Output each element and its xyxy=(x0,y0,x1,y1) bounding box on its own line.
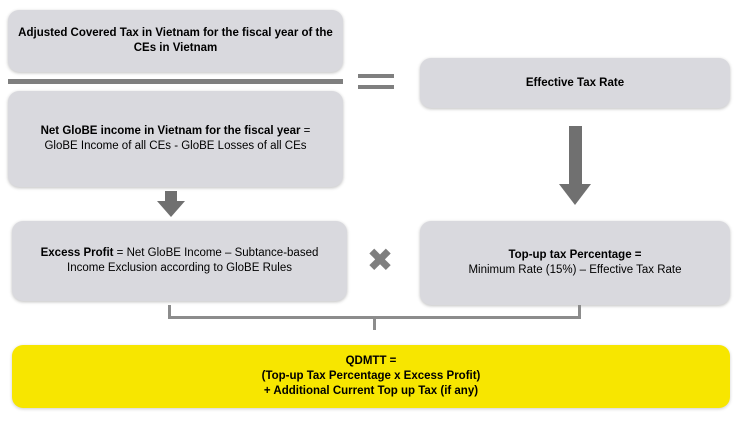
denominator-operator: = xyxy=(300,125,311,137)
excess-profit-formula-part1: = Net GloBE Income – Subtance-based xyxy=(113,247,319,259)
bracket-right-leg xyxy=(578,305,581,319)
equals-sign xyxy=(358,74,394,90)
qdmtt-line1: (Top-up Tax Percentage x Excess Profit) xyxy=(261,370,481,382)
numerator-text: Adjusted Covered Tax in Vietnam for the … xyxy=(18,27,333,54)
denominator-title: Net GloBE income in Vietnam for the fisc… xyxy=(40,125,301,137)
excess-profit-formula-part2: Income Exclusion according to GloBE Rule… xyxy=(67,262,292,274)
topup-percentage-formula: Minimum Rate (15%) – Effective Tax Rate xyxy=(468,264,682,276)
excess-profit-box: Excess Profit = Net GloBE Income – Subta… xyxy=(12,221,347,301)
qdmtt-title: QDMTT = xyxy=(345,355,397,367)
qdmtt-line2: + Additional Current Top up Tax (if any) xyxy=(263,385,479,397)
numerator-box: Adjusted Covered Tax in Vietnam for the … xyxy=(8,10,343,72)
down-arrow-large-icon xyxy=(559,126,591,205)
bracket-center-stem xyxy=(373,316,376,330)
bracket-left-leg xyxy=(168,305,171,319)
down-arrow-icon xyxy=(157,191,185,217)
qdmtt-box: QDMTT = (Top-up Tax Percentage x Excess … xyxy=(12,345,730,408)
denominator-formula: GloBE Income of all CEs - GloBE Losses o… xyxy=(44,140,307,152)
effective-tax-rate-label: Effective Tax Rate xyxy=(525,76,625,89)
multiply-icon: ✖ xyxy=(366,241,394,279)
topup-percentage-box: Top-up tax Percentage = Minimum Rate (15… xyxy=(420,221,730,305)
denominator-box: Net GloBE income in Vietnam for the fisc… xyxy=(8,91,343,187)
excess-profit-title: Excess Profit xyxy=(40,247,114,259)
effective-tax-rate-box: Effective Tax Rate xyxy=(420,58,730,108)
fraction-bar xyxy=(8,79,343,84)
topup-percentage-title: Top-up tax Percentage = xyxy=(508,249,642,261)
